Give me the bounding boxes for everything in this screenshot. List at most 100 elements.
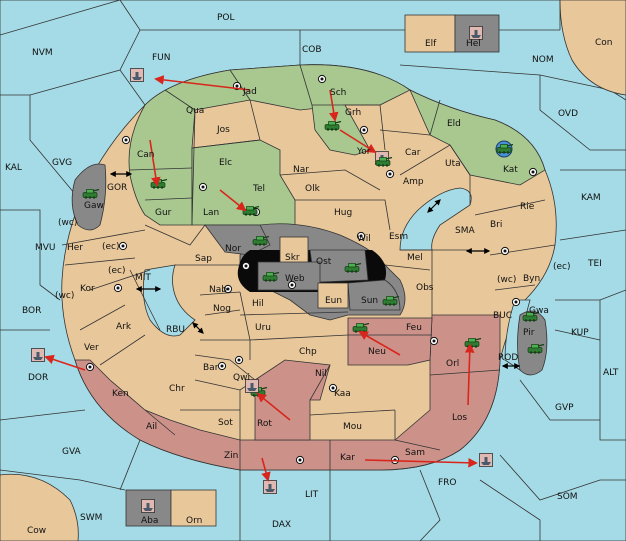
province-con[interactable] <box>559 0 626 96</box>
province-label-sap[interactable]: Sap <box>195 254 212 264</box>
province-label-mou[interactable]: Mou <box>343 422 362 432</box>
province-label-neu[interactable]: Neu <box>368 347 386 357</box>
province-label-orl[interactable]: Orl <box>446 359 459 369</box>
sea-label-lit[interactable]: LIT <box>305 490 319 500</box>
province-label-los[interactable]: Los <box>452 413 467 423</box>
ship-icon[interactable] <box>130 68 144 82</box>
coast-label-wc[interactable]: (wc) <box>497 275 516 285</box>
sea-label-dax[interactable]: DAX <box>272 520 291 530</box>
province-label-elf[interactable]: Elf <box>425 39 437 49</box>
province-label-obs[interactable]: Obs <box>416 283 434 293</box>
province-label-con[interactable]: Con <box>595 38 613 48</box>
sea-label-gvg[interactable]: GVG <box>52 158 72 168</box>
sea-label-buc[interactable]: BUC <box>493 311 512 321</box>
province-label-qua[interactable]: Qua <box>186 106 204 116</box>
sea-label-gor[interactable]: GOR <box>107 183 127 193</box>
ship-icon[interactable] <box>469 26 483 40</box>
province-label-grh[interactable]: Grh <box>345 108 361 118</box>
sea-label-rod[interactable]: ROD <box>498 353 518 363</box>
province-label-sch[interactable]: Sch <box>330 88 346 98</box>
province-label-gaw[interactable]: Gaw <box>84 201 104 211</box>
sea-label-kam[interactable]: KAM <box>581 193 601 203</box>
sea-label-som[interactable]: SOM <box>557 492 578 502</box>
province-label-yor[interactable]: Yor <box>356 147 371 157</box>
province-label-uta[interactable]: Uta <box>445 159 461 169</box>
sea-label-kal[interactable]: KAL <box>5 163 22 173</box>
province-label-kar[interactable]: Kar <box>340 453 355 463</box>
sea-label-mvu[interactable]: MVU <box>35 243 56 253</box>
province-label-can[interactable]: Can <box>137 150 155 160</box>
coast-label-ec[interactable]: (ec) <box>102 242 120 252</box>
province-label-hug[interactable]: Hug <box>334 208 352 218</box>
sea-label-dor[interactable]: DOR <box>28 373 48 383</box>
sea-label-gva[interactable]: GVA <box>62 447 82 457</box>
province-label-hel[interactable]: Hel <box>466 39 481 49</box>
province-label-zin[interactable]: Zin <box>224 451 238 461</box>
province-label-bri[interactable]: Bri <box>490 220 502 230</box>
province-label-tel[interactable]: Tel <box>252 184 265 194</box>
sea-label-bor[interactable]: BOR <box>22 306 41 316</box>
province-pir[interactable] <box>517 310 548 376</box>
coast-label-ec[interactable]: (ec) <box>108 266 126 276</box>
sea-label-nom[interactable]: NOM <box>532 55 554 65</box>
province-skr[interactable] <box>279 236 309 265</box>
province-label-orn[interactable]: Orn <box>186 516 202 526</box>
province-label-ost[interactable]: Ost <box>316 257 332 267</box>
sea-label-rbu[interactable]: RBU <box>166 325 185 335</box>
sea-label-kup[interactable]: KUP <box>571 328 589 338</box>
province-label-mel[interactable]: Mel <box>407 253 423 263</box>
province-label-ark[interactable]: Ark <box>116 322 132 332</box>
ship-icon[interactable] <box>263 480 277 494</box>
coast-label-wc[interactable]: (wc) <box>58 218 77 228</box>
province-label-jos[interactable]: Jos <box>216 125 230 135</box>
province-label-nil[interactable]: Nil <box>315 369 327 379</box>
sea-label-nvm[interactable]: NVM <box>32 48 53 58</box>
province-label-kaa[interactable]: Kaa <box>334 389 351 399</box>
province-label-pir[interactable]: Pir <box>523 328 535 338</box>
province-label-olk[interactable]: Olk <box>305 184 321 194</box>
ship-icon[interactable] <box>479 453 493 467</box>
province-label-cow[interactable]: Cow <box>27 526 46 536</box>
sea-label-ovd[interactable]: OVD <box>558 109 578 119</box>
province-label-amp[interactable]: Amp <box>403 177 424 187</box>
fleet-kat[interactable] <box>495 140 514 158</box>
province-label-aba[interactable]: Aba <box>141 516 158 526</box>
province-label-rie[interactable]: Rie <box>520 202 535 212</box>
sea-label-gvp[interactable]: GVP <box>555 403 574 413</box>
sea-label-mit[interactable]: MIT <box>135 273 151 283</box>
province-label-nab[interactable]: Nab <box>209 285 227 295</box>
province-label-gur[interactable]: Gur <box>155 208 172 218</box>
province-label-esm[interactable]: Esm <box>389 232 408 242</box>
province-eun[interactable] <box>317 282 349 309</box>
province-label-chp[interactable]: Chp <box>299 347 317 357</box>
province-label-gwa[interactable]: Gwa <box>529 306 549 316</box>
sea-label-fro[interactable]: FRO <box>438 478 457 488</box>
ship-icon[interactable] <box>31 348 45 362</box>
province-label-kat[interactable]: Kat <box>503 165 518 175</box>
sea-label-tei[interactable]: TEI <box>587 259 602 269</box>
province-label-nog[interactable]: Nog <box>213 304 231 314</box>
sea-label-sma[interactable]: SMA <box>455 226 475 236</box>
province-label-sun[interactable]: Sun <box>361 296 378 306</box>
province-label-ver[interactable]: Ver <box>84 343 99 353</box>
sea-label-fun[interactable]: FUN <box>152 53 171 63</box>
province-label-her[interactable]: Her <box>67 243 83 253</box>
province-label-eld[interactable]: Eld <box>447 119 461 129</box>
province-label-ken[interactable]: Ken <box>112 389 129 399</box>
province-label-jad[interactable]: Jad <box>242 87 257 97</box>
province-label-sam[interactable]: Sam <box>405 448 425 458</box>
province-label-eun[interactable]: Eun <box>325 296 342 306</box>
province-label-uru[interactable]: Uru <box>255 323 271 333</box>
province-label-chr[interactable]: Chr <box>169 384 185 394</box>
sea-label-pol[interactable]: POL <box>217 13 235 23</box>
province-label-feu[interactable]: Feu <box>406 323 422 333</box>
province-label-kor[interactable]: Kor <box>80 284 95 294</box>
province-label-wil[interactable]: Wil <box>357 234 371 244</box>
province-label-hil[interactable]: Hil <box>252 299 264 309</box>
province-elf[interactable] <box>404 14 456 53</box>
province-label-sot[interactable]: Sot <box>218 418 233 428</box>
province-label-skr[interactable]: Skr <box>285 253 300 263</box>
coast-label-wc[interactable]: (wc) <box>55 291 74 301</box>
province-label-rot[interactable]: Rot <box>257 419 272 429</box>
province-label-car[interactable]: Car <box>405 148 421 158</box>
